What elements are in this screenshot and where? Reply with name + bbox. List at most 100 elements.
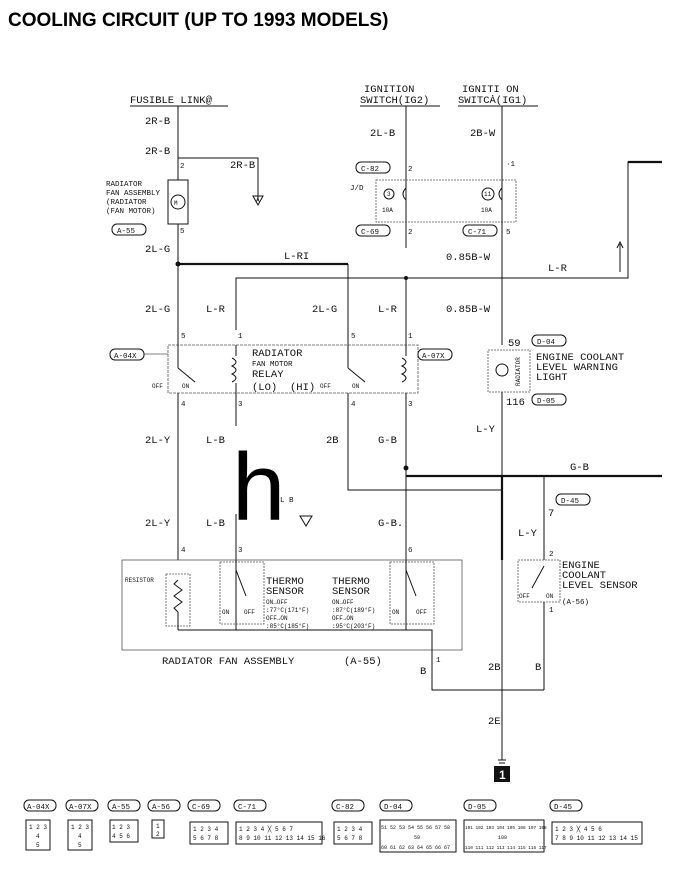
thermo-1-spec-2: :77°C(171°F) [266, 607, 309, 614]
wire-2r-b-branch [178, 157, 259, 200]
wire-label-l-r-2: L-R [378, 304, 398, 316]
fan-motor-relay-box [167, 344, 419, 394]
pin-2-ig2: 2 [408, 166, 413, 174]
thermo-2-spec-4: :95°C(203°F) [332, 623, 375, 630]
svg-text:4: 4 [78, 833, 82, 840]
wire-label-l-y-1: L-Y [476, 424, 496, 436]
thermo-1-spec-3: OFF→ON [266, 615, 288, 622]
level-sensor-label-3: LEVEL SENSOR [562, 580, 638, 592]
pin-3-relay-hi: 3 [408, 401, 413, 409]
junction-block-box [375, 179, 517, 223]
thermo-1-spec-1: ON→OFF [266, 599, 288, 606]
pin-1-sensor: 1 [549, 607, 554, 615]
svg-text:1: 1 [156, 823, 160, 830]
connector-c82-badge [355, 161, 391, 174]
connector-c82-label: C-82 [361, 166, 379, 174]
svg-text:5 6 7 8: 5 6 7 8 [337, 835, 363, 842]
pin-2-c69: 2 [408, 229, 413, 237]
ground-reference-box [494, 766, 510, 782]
fan-motor-label-4: (FAN MOTOR) [106, 208, 156, 216]
wire-label-l-r-right: L-R [548, 263, 568, 275]
svg-text:2: 2 [156, 831, 160, 838]
wire-label-2r-b-1: 2R-B [145, 116, 170, 128]
wire-label-2r-b-2: 2R-B [145, 146, 170, 158]
svg-text:C-69: C-69 [192, 804, 210, 812]
wire-label-085b-w-2: 0.85B-W [446, 304, 491, 316]
footer-connector-d05: D-05 101 102 103 104 105 106 107 108 109… [463, 799, 547, 853]
svg-text:51 52 53 54 55 56 57 58: 51 52 53 54 55 56 57 58 [381, 825, 450, 831]
svg-text:5: 5 [36, 842, 40, 849]
svg-text:D-04: D-04 [384, 804, 403, 812]
resistor-symbol [173, 579, 183, 613]
wire-label-l-y-2: L-Y [518, 528, 538, 540]
relay-label-1: RADIATOR [252, 348, 303, 360]
wire-label-g-b-1: G-B [378, 435, 397, 447]
footer-connector-a07x: A-07X 1 2 3 4 5 [65, 799, 99, 851]
pin-1-relay-lo: 1 [238, 333, 243, 341]
wire-label-b-left: B [420, 666, 426, 678]
pin-3-fan-assy: 3 [238, 547, 243, 555]
footer-connector-d04: D-04 51 52 53 54 55 56 57 58 59 60 61 62… [379, 799, 457, 853]
relay-label-hi: (HI) [290, 382, 315, 394]
wire-label-085b-w-1: 0.85B-W [446, 252, 491, 264]
pin-5-fan: 5 [180, 228, 185, 236]
footer-connector-a56: A-56 1 2 [147, 799, 181, 839]
thermo-1-on: ON [222, 609, 230, 616]
svg-text:5 6 7 8: 5 6 7 8 [193, 835, 219, 842]
connector-a04x-badge [109, 348, 145, 361]
svg-text:A-56: A-56 [152, 804, 171, 812]
level-sensor-label-2: COOLANT [562, 570, 606, 582]
svg-text:A-07X: A-07X [69, 804, 92, 812]
pin-2-sensor: 2 [549, 551, 554, 559]
svg-text:C-71: C-71 [238, 804, 257, 812]
ignition-ig2-label-1: IGNITION [364, 84, 414, 96]
svg-text:A-04X: A-04X [27, 804, 50, 812]
connector-c69-badge [355, 224, 391, 237]
footer-connector-c69: C-69 1 2 3 4 5 6 7 8 [187, 799, 229, 845]
thermo-1-spec-4: :85°C(185°F) [266, 623, 309, 630]
connector-c69-label: C-69 [361, 229, 379, 237]
overlay-letter: h [232, 434, 285, 541]
thermo-1-title-2: SENSOR [266, 586, 305, 598]
warning-light-label-1: ENGINE COOLANT [536, 352, 624, 364]
relay-hi-off: OFF [320, 383, 331, 390]
fan-assembly-label: RADIATOR FAN ASSEMBLY [162, 656, 295, 668]
relay-lo-coil [230, 345, 237, 383]
thermo-2-title-2: SENSOR [332, 586, 371, 598]
warning-light-bulb-icon [495, 363, 509, 377]
svg-text:60 61 62 63 64 65 66 67: 60 61 62 63 64 65 66 67 [381, 845, 450, 851]
footer-connector-d45: D-45 1 2 3 ╳ 4 5 6 7 8 9 10 11 12 13 14 … [549, 799, 643, 845]
fan-motor-label-2: FAN ASSEMBLY [106, 190, 161, 198]
connector-d04-badge [531, 334, 567, 347]
wire-label-l-b-mid: L B [280, 497, 294, 505]
level-sensor-label-1: ENGINE [562, 560, 600, 572]
wire-label-l-b-1: L-B [206, 435, 225, 447]
svg-text:101 102 103 104 105 106 107 10: 101 102 103 104 105 106 107 108 [465, 826, 547, 831]
svg-text:1 2 3: 1 2 3 [112, 824, 130, 831]
thermo-2-spec-2: :87°C(189°F) [332, 607, 375, 614]
wire-l-y-to-sensor [501, 408, 545, 560]
wire-2b-route [347, 393, 502, 491]
wire-label-2l-y-2: 2L-Y [145, 518, 171, 530]
fan-motor-label-1: RADIATOR [106, 181, 143, 189]
svg-text:M: M [174, 200, 178, 207]
footer-connector-a04x: A-04X 1 2 3 4 5 [23, 799, 57, 851]
ground-arrow-b [299, 515, 313, 527]
connector-a07x-label: A-07X [422, 353, 445, 361]
level-sensor-off: OFF [519, 593, 530, 600]
svg-text:C-82: C-82 [336, 804, 354, 812]
thermo-1-off: OFF [244, 609, 255, 616]
fuse-11-number: 11 [484, 191, 492, 198]
resistor-label: RESISTOR [125, 577, 154, 584]
pin-4-relay-lo: 4 [181, 401, 186, 409]
connector-a04x-label: A-04X [114, 353, 137, 361]
svg-text:4 5 6: 4 5 6 [112, 833, 130, 840]
wire-label-2l-g-2: 2L-G [145, 304, 170, 316]
warning-light-box [487, 349, 531, 393]
ignition-ig2-label-2: SWITCH(IG2) [360, 95, 429, 107]
pin-5-relay-lo: 5 [181, 333, 186, 341]
pin-5-c71: 5 [506, 229, 511, 237]
thermo-2-title-1: THERMO [332, 576, 370, 588]
svg-text:1 2 3: 1 2 3 [71, 824, 89, 831]
